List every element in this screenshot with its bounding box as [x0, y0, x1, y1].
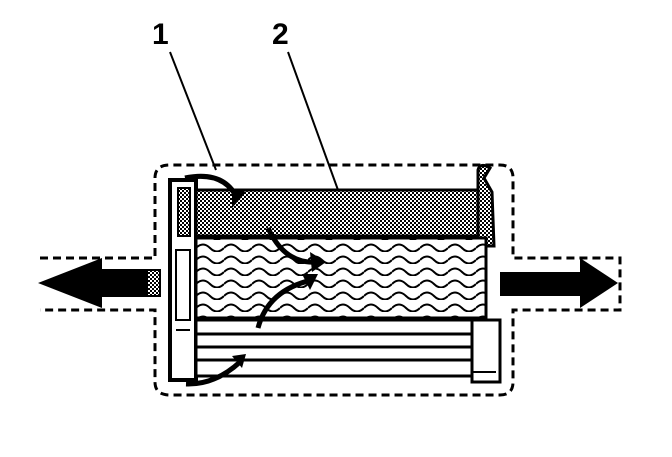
flow-in-arrow-icon [38, 258, 161, 308]
curved-flow-arrowhead [302, 274, 318, 290]
flow-envelope-outline [40, 163, 622, 397]
filter-media-top-layer [194, 188, 482, 238]
leader-line-2 [287, 51, 339, 191]
callout-label-2: 2 [272, 18, 289, 51]
filter-corrugated-layer [194, 236, 488, 320]
filter-lower-pleats [194, 318, 474, 378]
filter-end-cap [168, 178, 198, 382]
curved-flow-arrowhead [232, 354, 246, 368]
callout-label-1: 1 [152, 18, 169, 51]
leader-line-1 [169, 51, 217, 171]
filter-gasket [476, 163, 496, 248]
flow-out-arrow-icon [500, 258, 618, 308]
curved-flow-arrowhead [232, 190, 246, 208]
filter-outlet-housing [470, 318, 502, 384]
curved-flow-arrowhead [310, 252, 326, 272]
